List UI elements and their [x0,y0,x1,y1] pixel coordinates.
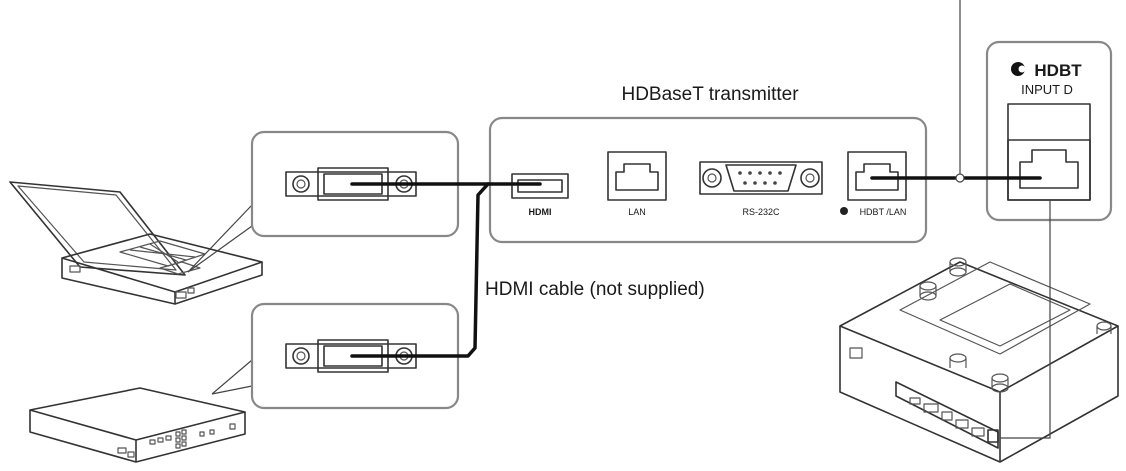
projector-input-panel: HDBT INPUT D [985,40,1113,222]
projector-icon [839,257,1119,463]
laptop-hdmi-zoom-panel [187,130,460,273]
lan-port-icon [1007,103,1091,201]
hdbt-logo-small-icon [840,207,848,215]
port-label-hdbt-lan: HDBT /LAN [860,207,907,217]
port-label-rs232c: RS-232C [742,207,780,217]
av-device-icon [29,387,246,463]
hdmi-port-icon [511,173,569,199]
hdbaset-transmitter: HDBaseT transmitter HDMI LAN [488,84,928,244]
hdmi-port-icon [285,339,417,373]
transmitter-title: HDBaseT transmitter [621,84,799,105]
hdbt-logo-icon [1011,62,1026,76]
hdmi-cable [350,182,542,358]
lan-port-icon [847,151,907,201]
port-label-hdmi: HDMI [529,207,552,217]
projector-hdbt-logo: HDBT [1034,61,1082,80]
laptop-icon [9,181,263,305]
cable-label: HDMI cable (not supplied) [485,279,705,300]
hdmi-port-icon [285,167,417,201]
port-label-lan: LAN [628,207,646,217]
lan-port-icon [607,151,667,201]
projector-input-label: INPUT D [1021,82,1073,97]
rs232c-port-icon [699,161,823,195]
lan-cable [870,0,1051,439]
